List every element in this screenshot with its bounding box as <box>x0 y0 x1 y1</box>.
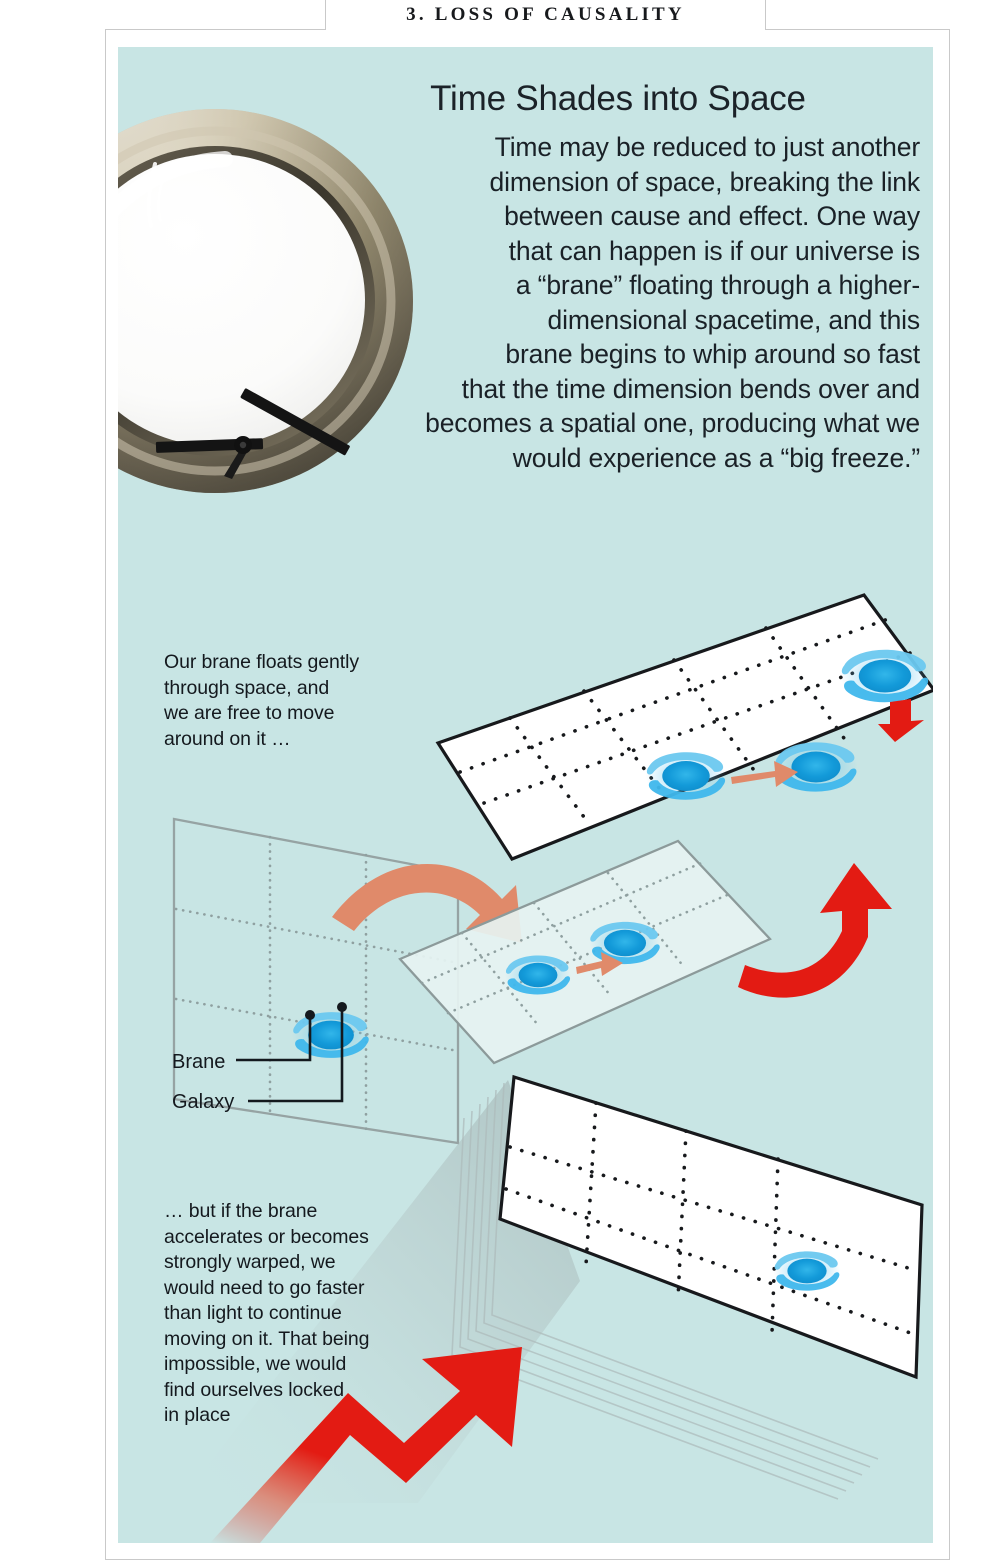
salmon-arrow-curved <box>332 864 522 943</box>
brane-bottom-warped <box>178 1074 924 1543</box>
caption-line: around on it … <box>164 727 291 750</box>
caption-line: … but if the brane <box>164 1200 318 1222</box>
brane-middle-tilted <box>398 839 772 1065</box>
page-title: Time Shades into Space <box>430 79 806 118</box>
galaxy-icon <box>291 1011 371 1059</box>
clock-hands <box>155 388 350 479</box>
caption-line: accelerates or becomes <box>164 1225 369 1248</box>
caption-top: Our brane floats gently through space, a… <box>164 650 424 752</box>
galaxy-icon <box>773 1250 841 1292</box>
frame-title-gap-left <box>325 0 326 30</box>
callout-label-galaxy: Galaxy <box>172 1091 235 1113</box>
deck-line: becomes a spatial one, producing what we <box>425 408 920 438</box>
deck-line: dimension of space, breaking the link <box>489 166 921 197</box>
brane-diagram-artwork <box>172 593 933 1543</box>
frame-title-gap-right <box>765 0 766 30</box>
red-arrow-small <box>878 699 924 742</box>
deck-line: brane begins to whip around so fast <box>505 339 920 369</box>
deck-line: that can happen is if our universe is <box>508 235 920 266</box>
deck-paragraph: Time may be reduced to just another dime… <box>308 130 920 475</box>
callout-dot-brane <box>305 1010 315 1020</box>
callout-label-brane: Brane <box>172 1051 226 1073</box>
brane-bottom-gridlines <box>504 1101 920 1337</box>
red-arrow-large-bottom <box>210 1347 522 1543</box>
clock-body <box>118 109 413 493</box>
caption-line: we are free to move <box>164 702 335 724</box>
callout-dot-galaxy <box>337 1002 347 1012</box>
galaxy-icon <box>589 921 661 965</box>
galaxy-icon <box>840 648 930 704</box>
red-arrow-large-curved <box>738 863 892 998</box>
caption-line: in place <box>164 1404 231 1426</box>
galaxy-icon <box>645 751 727 801</box>
brane-top <box>435 593 933 861</box>
deck-line: Time may be reduced to just another <box>494 132 921 162</box>
caption-line: strongly warped, we <box>164 1251 336 1273</box>
deck-line: that the time dimension bends over and <box>461 373 920 404</box>
section-header-title: 3. LOSS OF CAUSALITY <box>406 3 685 25</box>
caption-line: impossible, we would <box>164 1353 347 1375</box>
mid-gridlines <box>420 859 734 1027</box>
caption-bottom: … but if the brane accelerates or become… <box>164 1199 429 1429</box>
salmon-motion-arrow <box>576 952 623 976</box>
caption-line: moving on it. That being <box>164 1327 370 1350</box>
frame-top-left-rule <box>105 29 326 30</box>
galaxy-icon <box>504 954 572 996</box>
caption-line: would need to go faster <box>164 1276 365 1299</box>
caption-line: than light to continue <box>164 1302 342 1324</box>
trail-echo-edges <box>451 1082 879 1500</box>
caption-line: find ourselves locked <box>164 1378 344 1401</box>
brane-ghost-vertical <box>172 817 460 1145</box>
salmon-motion-arrow <box>731 761 798 787</box>
callout-leaders <box>236 1007 344 1103</box>
caption-line: Our brane floats gently <box>164 651 359 673</box>
deck-line: between cause and effect. One way <box>504 201 920 231</box>
clock-photo <box>118 104 420 504</box>
infographic-panel: Time Shades into Space Time may be reduc… <box>118 47 933 1543</box>
deck-line: would experience as a “big freeze.” <box>512 442 920 473</box>
caption-line: through space, and <box>164 676 330 699</box>
deck-line: a “brane” floating through a higher- <box>515 270 920 300</box>
deck-line: dimensional spacetime, and this <box>547 304 921 335</box>
frame-top-right-rule <box>765 29 950 30</box>
